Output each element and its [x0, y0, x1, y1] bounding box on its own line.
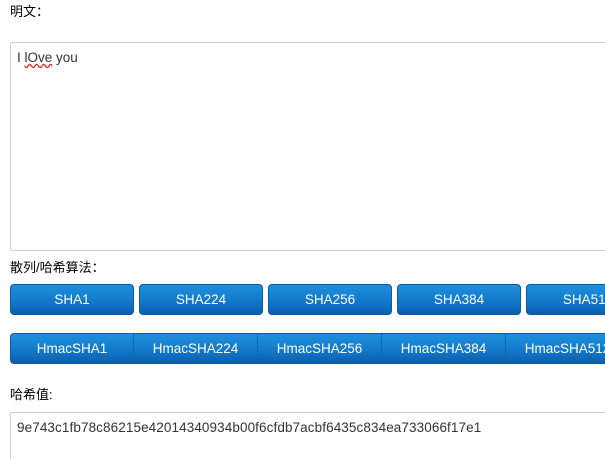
hmacsha384-button[interactable]: HmacSHA384 — [382, 333, 506, 364]
plaintext-prefix: I — [17, 50, 25, 65]
hmacsha1-button[interactable]: HmacSHA1 — [10, 333, 134, 364]
hmacsha256-button[interactable]: HmacSHA256 — [258, 333, 382, 364]
hmacsha224-button[interactable]: HmacSHA224 — [134, 333, 258, 364]
plaintext-suffix: you — [52, 50, 78, 65]
plaintext-input[interactable]: I lOve you — [10, 42, 605, 251]
hmac-button-row: HmacSHA1 HmacSHA224 HmacSHA256 HmacSHA38… — [10, 333, 605, 364]
plaintext-label: 明文： — [10, 4, 50, 19]
sha512-button[interactable]: SHA512 — [526, 284, 605, 315]
sha384-button[interactable]: SHA384 — [397, 284, 521, 315]
sha224-button[interactable]: SHA224 — [139, 284, 263, 315]
plaintext-misspelled-word: lOve — [24, 50, 53, 65]
hash-result-label: 哈希值: — [10, 387, 53, 402]
sha256-button[interactable]: SHA256 — [268, 284, 392, 315]
hash-result-output[interactable]: 9e743c1fb78c86215e42014340934b00f6cfdb7a… — [10, 412, 605, 459]
sha-button-row: SHA1 SHA224 SHA256 SHA384 SHA512 — [10, 284, 605, 315]
sha1-button[interactable]: SHA1 — [10, 284, 134, 315]
hmacsha512-button[interactable]: HmacSHA512 — [506, 333, 605, 364]
algorithm-label: 散列/哈希算法： — [10, 260, 105, 275]
